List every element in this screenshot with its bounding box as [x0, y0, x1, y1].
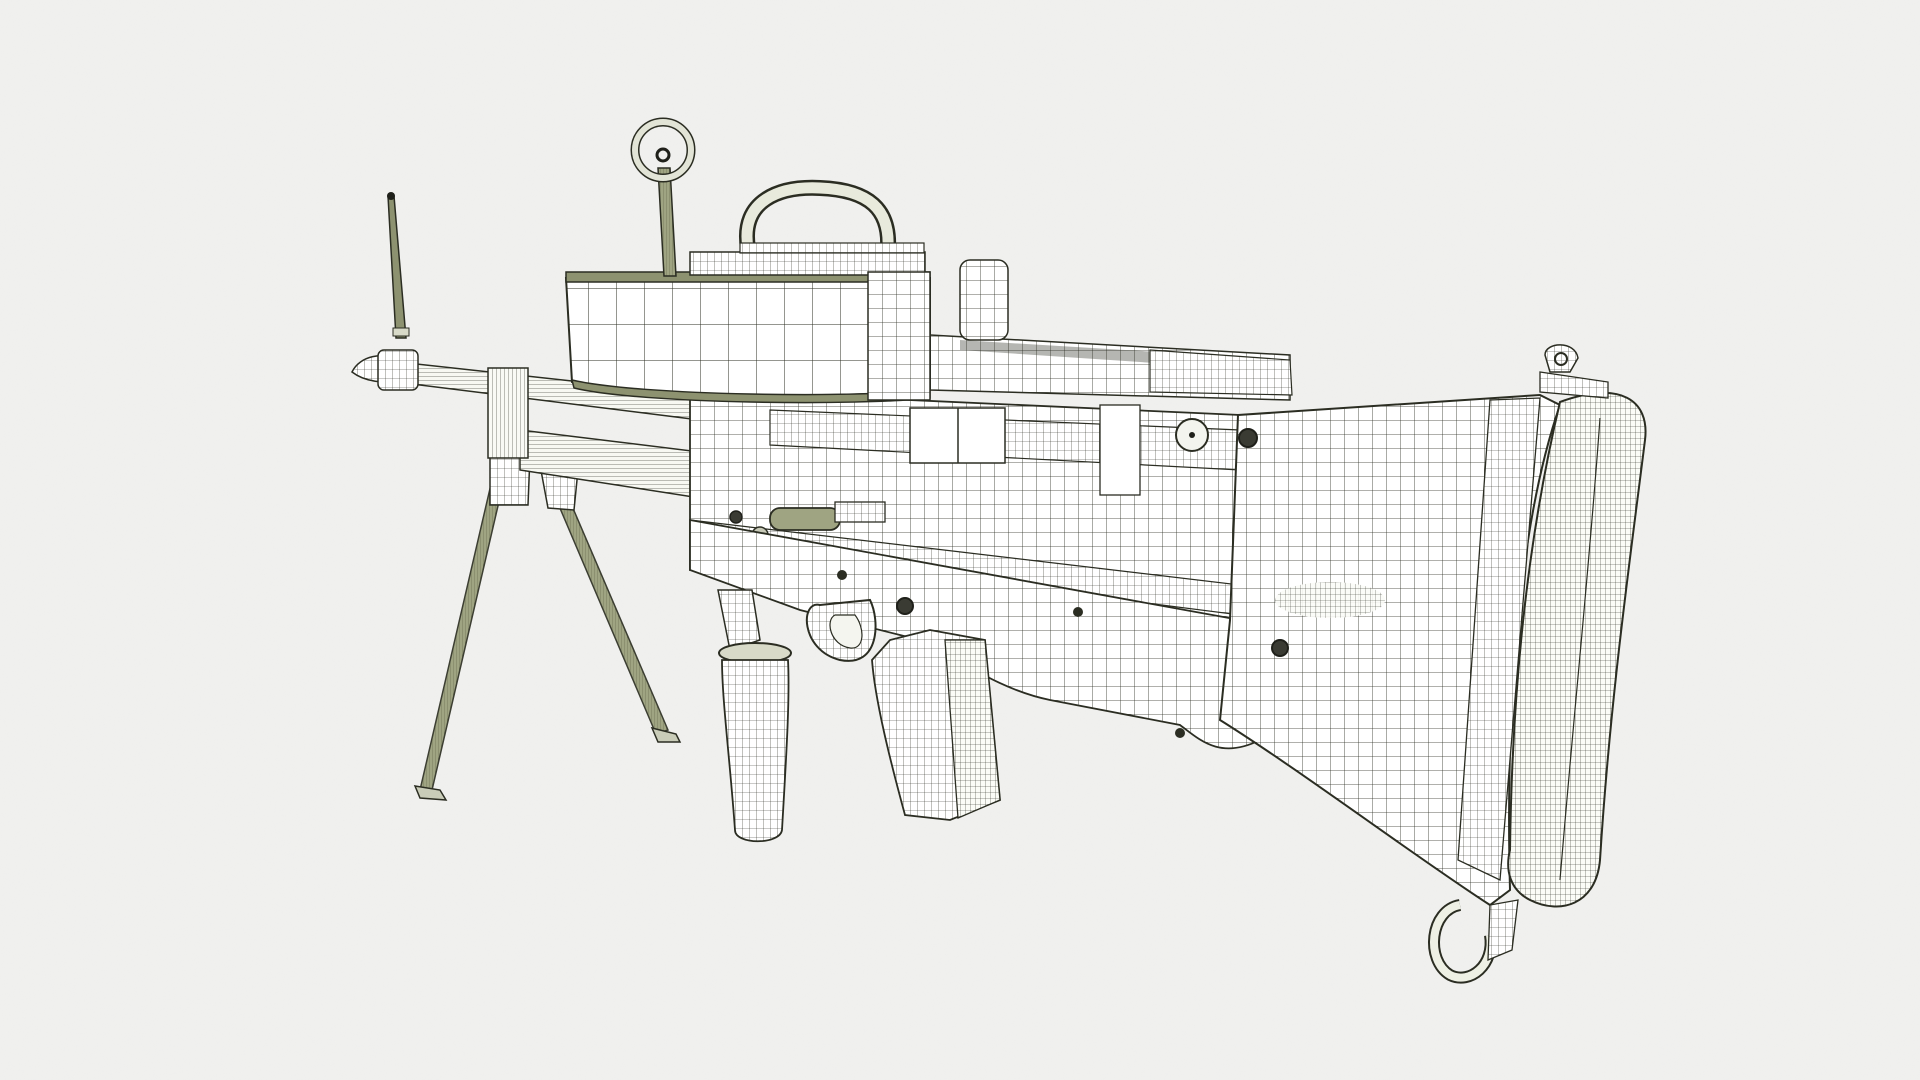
bipod [413, 454, 682, 801]
vertical-foregrip [717, 589, 792, 843]
pistol-grip [871, 629, 1001, 821]
trigger-guard [806, 598, 877, 662]
drum-magazine [564, 251, 931, 404]
carry-handle [738, 179, 925, 254]
gas-tube [487, 367, 701, 499]
rear-aperture-sight [630, 117, 696, 277]
sling-loop [1428, 899, 1519, 984]
cocking-handle [751, 501, 886, 544]
butt-hinge [1539, 344, 1609, 399]
buttstock [1218, 393, 1562, 907]
butt-pad [1507, 392, 1647, 908]
front-sight-post [387, 192, 410, 339]
